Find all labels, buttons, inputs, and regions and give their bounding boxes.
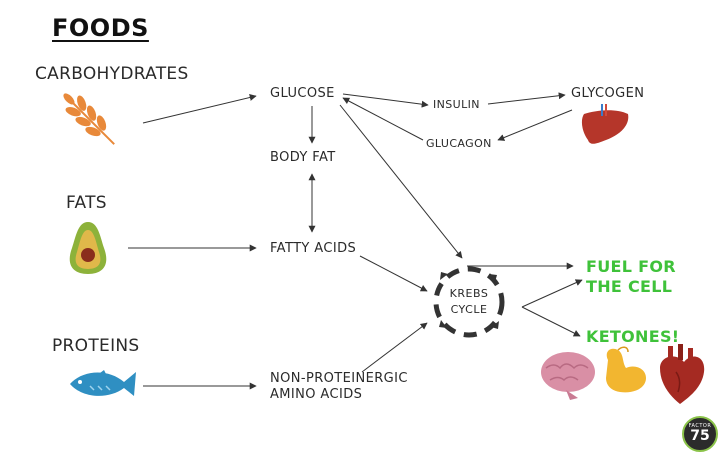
avocado-icon — [69, 222, 107, 274]
node-glucose: GLUCOSE — [270, 86, 335, 101]
node-krebs-cycle: KREBS CYCLE — [446, 286, 492, 318]
food-label-carbohydrates: CARBOHYDRATES — [35, 64, 189, 84]
brain-icon — [541, 352, 595, 400]
node-fatty-acids: FATTY ACIDS — [270, 241, 357, 256]
krebs-line2: CYCLE — [450, 303, 488, 316]
node-insulin: INSULIN — [433, 98, 480, 111]
arrow-glycogen-to-glucagon — [497, 109, 573, 141]
node-body-fat: BODY FAT — [270, 150, 336, 165]
node-amino-acids-line1: NON-PROTEINERGIC — [270, 371, 408, 386]
arrow-glucagon-to-glucose — [342, 97, 424, 141]
node-glucagon: GLUCAGON — [426, 137, 492, 150]
node-glycogen: GLYCOGEN — [571, 86, 645, 101]
wheat-icon — [63, 93, 115, 145]
factor75-logo: FACTOR 75 — [682, 416, 718, 452]
arrow-glucose-to-insulin — [342, 93, 429, 108]
logo-text-number: 75 — [690, 428, 710, 444]
logo-text-top: FACTOR — [688, 423, 712, 429]
krebs-line1: KREBS — [449, 287, 489, 300]
arrow-glucose-to-krebs — [339, 104, 463, 259]
arrow-krebs-to-ketones — [521, 306, 581, 337]
flexed-arm-icon — [606, 346, 646, 393]
heart-icon — [660, 344, 705, 404]
food-label-fats: FATS — [66, 193, 107, 213]
page-title: FOODS — [52, 14, 149, 42]
arrow-amino-to-krebs — [361, 322, 428, 373]
arrow-carbs-to-glucose — [142, 94, 257, 124]
fish-icon — [70, 370, 136, 396]
node-amino-acids-line2: AMINO ACIDS — [270, 387, 363, 402]
fuel-line2: THE CELL — [586, 277, 673, 296]
liver-icon — [581, 104, 629, 144]
arrow-krebs-to-fuel-2 — [521, 279, 583, 308]
output-ketones: KETONES! — [586, 327, 680, 346]
arrow-fatty-acids-to-krebs — [359, 255, 428, 292]
food-label-proteins: PROTEINS — [52, 336, 140, 356]
arrow-insulin-to-glycogen — [487, 92, 566, 105]
output-fuel-for-the-cell: FUEL FOR THE CELL — [586, 257, 676, 297]
fuel-line1: FUEL FOR — [586, 257, 676, 276]
krebs-cycle-ring — [433, 266, 505, 338]
